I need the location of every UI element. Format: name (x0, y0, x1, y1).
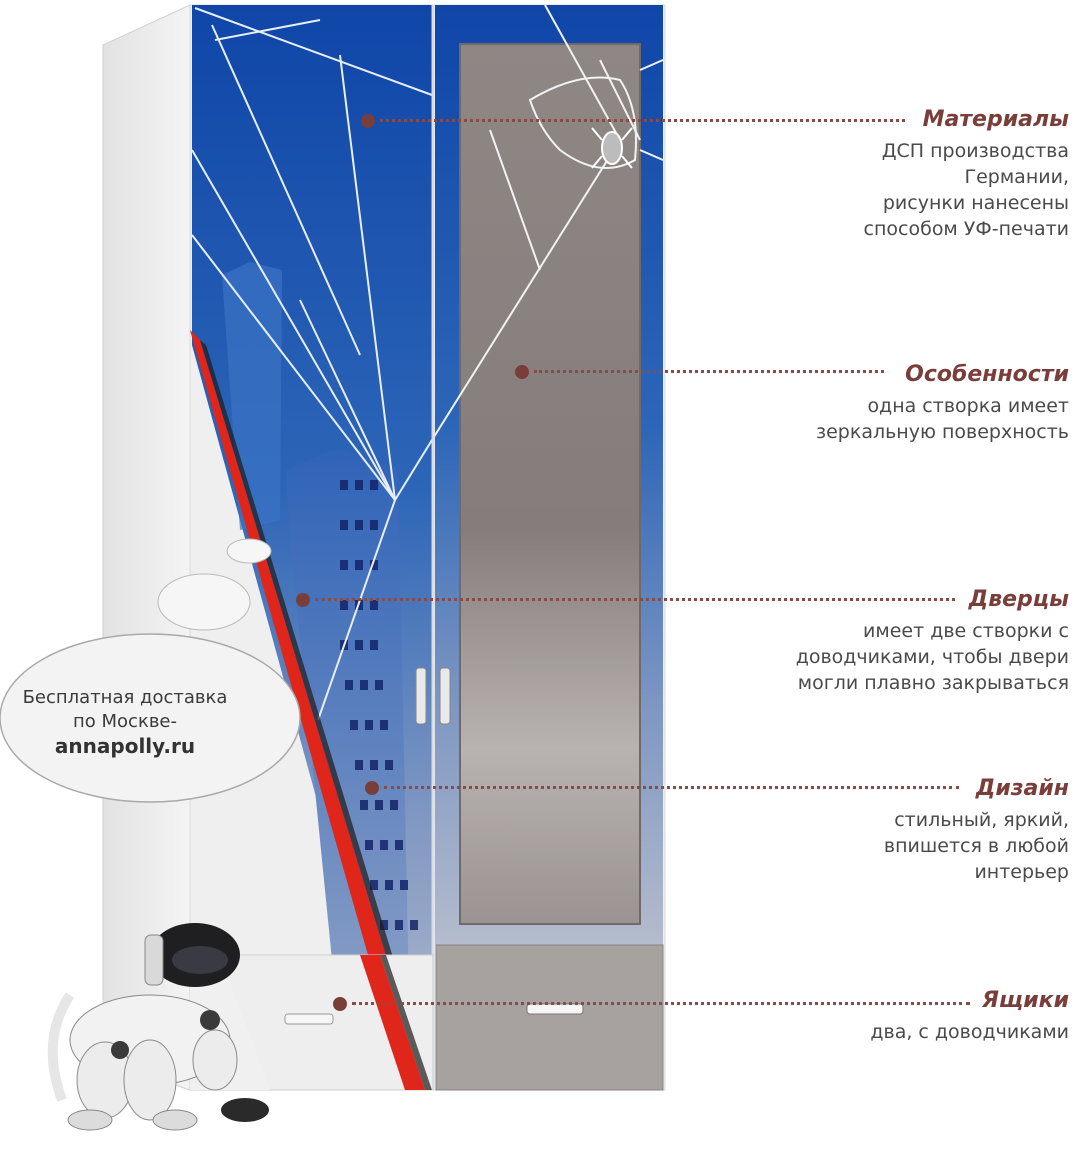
callout-line: стильный, яркий, (894, 809, 1069, 831)
callout-line: имеет две створки с (863, 620, 1069, 642)
callout-title: Материалы (922, 107, 1069, 132)
marker-dot-materials (361, 114, 375, 128)
delivery-line-2: по Москве- (73, 711, 177, 732)
callout-line: одна створка имеет (867, 395, 1069, 417)
leader-line-features (534, 370, 884, 373)
robot-dog-image (47, 923, 269, 1131)
callout-title: Ящики (981, 988, 1069, 1013)
callout-line: могли плавно закрываться (797, 672, 1069, 694)
leader-line-drawers (352, 1002, 970, 1005)
callout-features: Особенности одна створка имеет зеркальну… (816, 361, 1069, 445)
callout-doors: Дверцы имеет две створки с доводчиками, … (796, 586, 1069, 696)
drawer-handle-right (526, 1003, 584, 1015)
callout-line: зеркальную поверхность (815, 421, 1069, 443)
marker-dot-features (515, 365, 529, 379)
callout-drawers: Ящики два, с доводчиками (870, 987, 1069, 1045)
marker-dot-drawers (333, 997, 347, 1011)
door-handle-left (415, 667, 427, 725)
door-handle-right (439, 667, 451, 725)
callout-title: Дверцы (968, 587, 1069, 612)
marker-dot-doors (296, 593, 310, 607)
callout-line: впишется в любой (883, 835, 1069, 857)
spider-icon (591, 127, 633, 169)
leader-line-design (384, 786, 959, 789)
callout-text: имеет две створки с доводчиками, чтобы д… (796, 618, 1069, 696)
leader-line-doors (315, 598, 955, 601)
marker-dot-design (365, 781, 379, 795)
callout-line: два, с доводчиками (870, 1021, 1069, 1043)
leader-line-materials (380, 119, 905, 122)
callout-design: Дизайн стильный, яркий, впишется в любой… (884, 775, 1069, 885)
callout-title: Особенности (905, 362, 1069, 387)
callout-text: одна створка имеет зеркальную поверхност… (816, 393, 1069, 445)
callout-line: рисунки нанесены (882, 192, 1069, 214)
delivery-bubble (0, 633, 301, 803)
callout-line: ДСП производства (881, 140, 1069, 162)
callout-title: Дизайн (975, 776, 1069, 801)
callout-line: Германии, (964, 166, 1069, 188)
callout-line: доводчиками, чтобы двери (795, 646, 1069, 668)
callout-line: способом УФ-печати (863, 218, 1069, 240)
callout-text: ДСП производства Германии, рисунки нанес… (864, 138, 1069, 242)
drawer-handle-left (284, 1013, 334, 1025)
callout-text: стильный, яркий, впишется в любой интерь… (884, 807, 1069, 885)
site-link[interactable]: annapolly.ru (54, 734, 196, 758)
delivery-bubble-text: Бесплатная доставка по Москве- annapolly… (10, 686, 240, 758)
callout-text: два, с доводчиками (870, 1019, 1069, 1045)
callout-materials: Материалы ДСП производства Германии, рис… (864, 106, 1069, 242)
callout-line: интерьер (974, 861, 1069, 883)
delivery-line-1: Бесплатная доставка (22, 687, 228, 708)
